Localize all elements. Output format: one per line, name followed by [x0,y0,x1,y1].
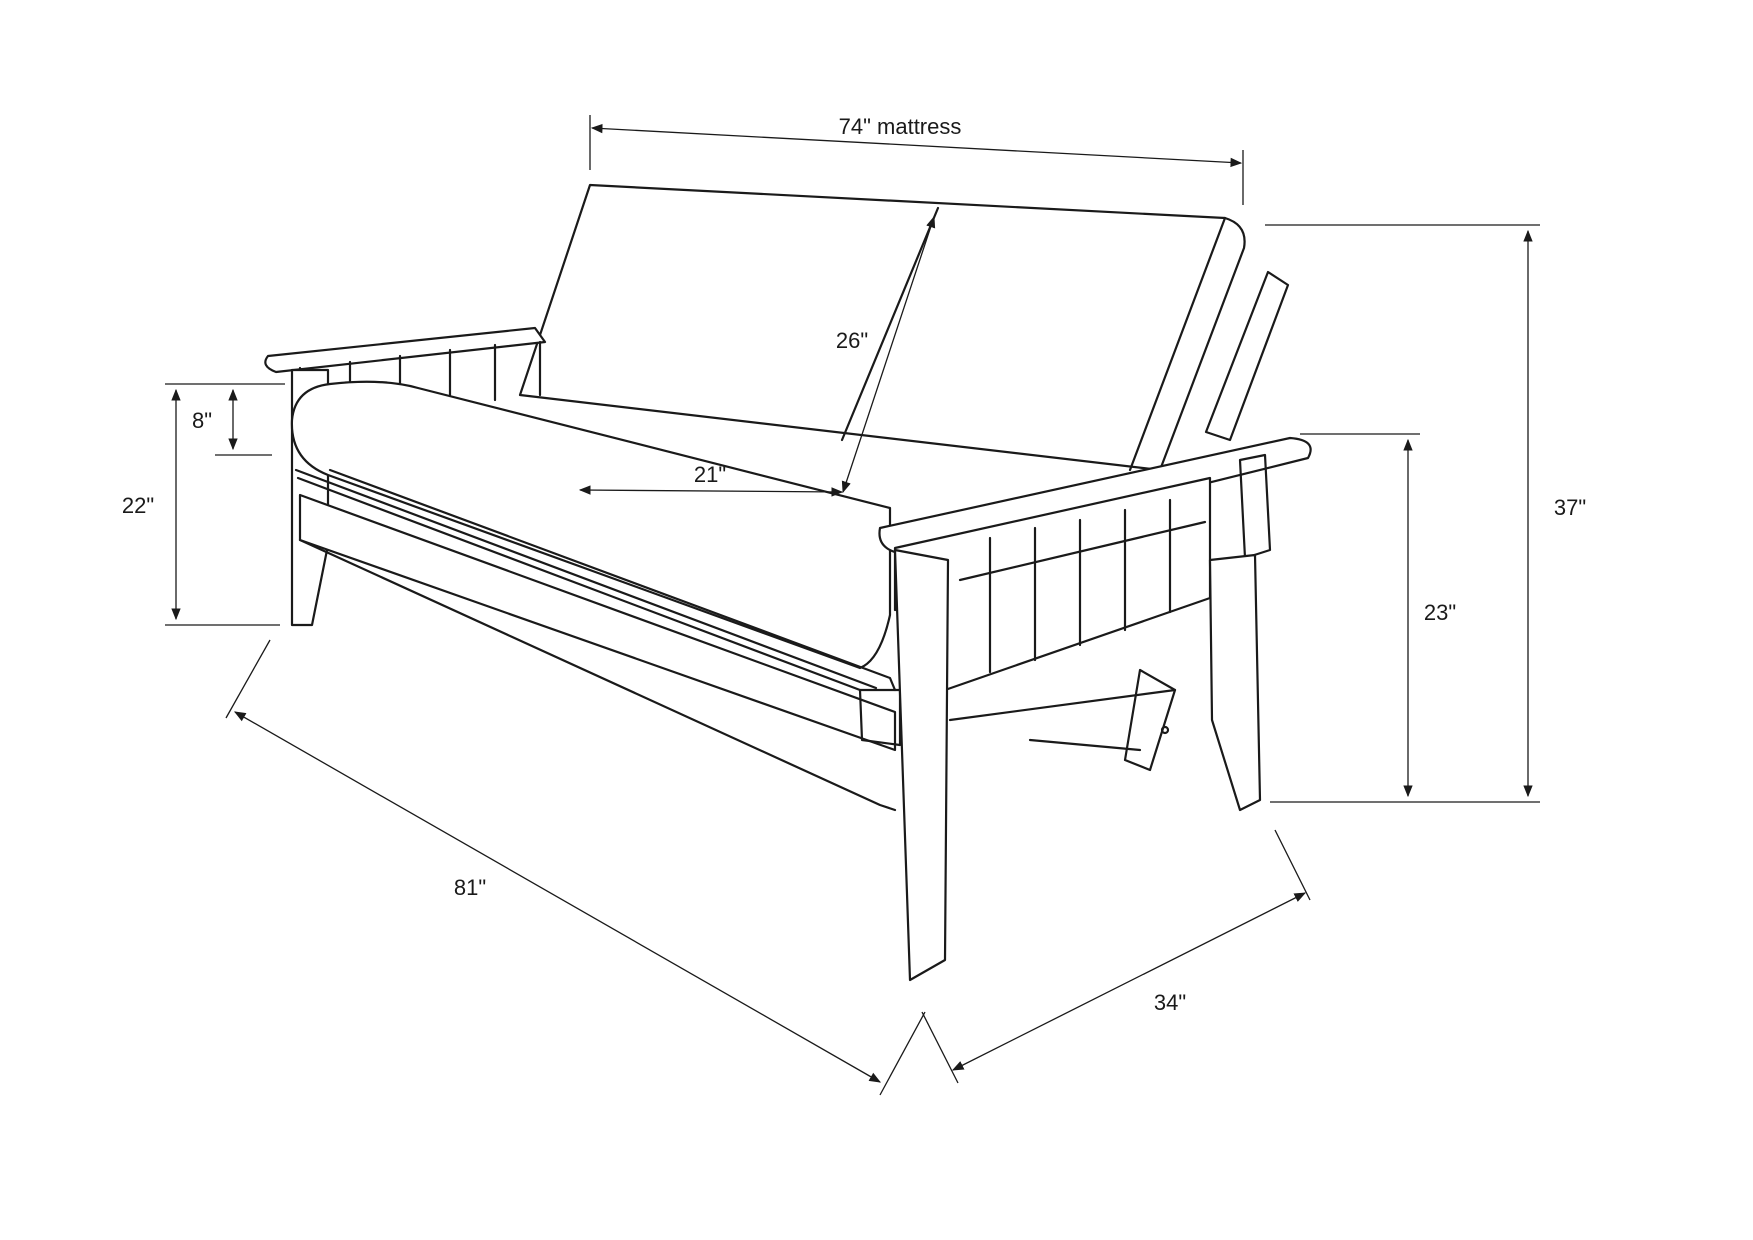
back-frame [1204,270,1290,442]
label-seat-depth: 21" [694,462,726,487]
dimension-back-height: 26" [836,215,936,494]
back-cushion [518,183,1246,472]
futon-frame [264,183,1312,982]
dimension-mattress-thickness: 8" [192,383,285,456]
label-overall-width: 81" [454,875,486,900]
front-right-leg [893,548,950,982]
dimension-overall-depth: 34" [921,829,1311,1084]
label-overall-height: 37" [1554,495,1586,520]
label-mattress-thickness: 8" [192,408,212,433]
dimension-overall-width: 81" [225,639,926,1096]
seat-mattress [290,380,897,692]
dimension-arm-height: 23" [1270,433,1456,803]
label-arm-height: 23" [1424,600,1456,625]
back-right-leg [1208,553,1262,812]
right-arm [878,436,1312,692]
front-rail [298,493,902,812]
dimension-seat-height: 22" [122,383,280,626]
dimension-seat-depth: 21" [578,462,844,497]
label-back-height: 26" [836,328,868,353]
label-seat-height: 22" [122,493,154,518]
label-mattress-width: 74" mattress [839,114,962,139]
dimension-mattress-width: 74" mattress [589,114,1244,205]
dimension-overall-height: 37" [1265,224,1586,803]
label-overall-depth: 34" [1154,990,1186,1015]
center-support [948,668,1177,772]
